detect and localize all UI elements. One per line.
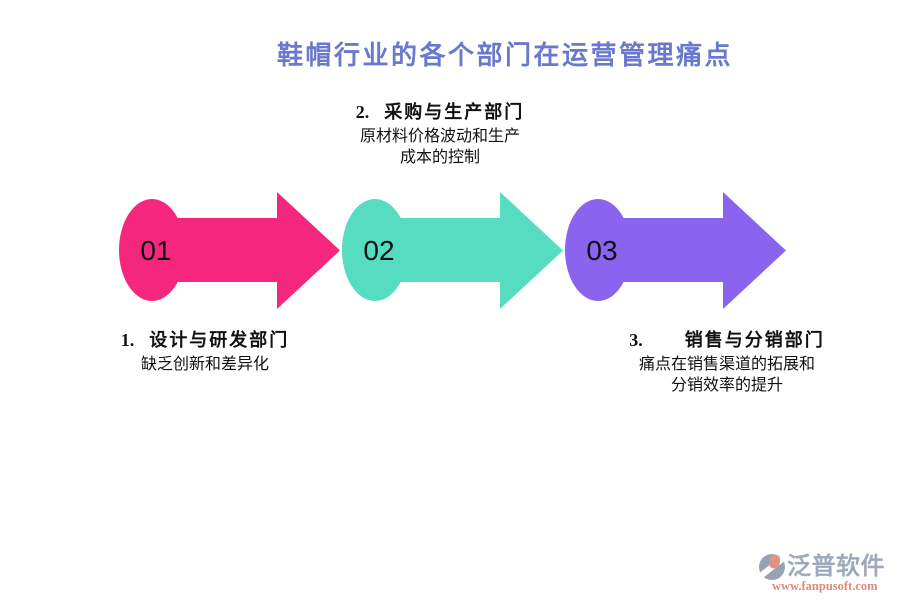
step-2-number: 02 [363, 235, 394, 266]
watermark: 泛普软件 www.fanpusoft.com [758, 551, 894, 594]
fanpu-logo-icon [758, 553, 786, 581]
step-3-number-label: 3. [629, 330, 643, 350]
step-2-circle [342, 199, 408, 301]
watermark-url: www.fanpusoft.com [772, 579, 878, 593]
slide-title: 鞋帽行业的各个部门在运营管理痛点 [277, 41, 734, 70]
step-2-title: 采购与生产部门 [384, 102, 525, 122]
step-1-title: 设计与研发部门 [149, 330, 290, 350]
step-3-desc-line-1: 痛点在销售渠道的拓展和 [638, 356, 815, 373]
step-arrow-3: 03 [565, 192, 786, 309]
step-1-number-label: 1. [120, 330, 135, 350]
step-3-arrowhead [723, 192, 786, 309]
step-3-label: 3. 销售与分销部门 痛点在销售渠道的拓展和 分销效率的提升 [612, 329, 842, 396]
step-1-header: 1. 设计与研发部门 [93, 329, 317, 352]
step-3-number: 03 [586, 235, 617, 266]
step-2-arrowhead [500, 192, 563, 309]
step-2-label: 2. 采购与生产部门 原材料价格波动和生产 成本的控制 [300, 101, 580, 168]
step-3-desc-line-2: 分销效率的提升 [670, 377, 783, 394]
step-3-circle [565, 199, 631, 301]
step-1-label: 1. 设计与研发部门 缺乏创新和差异化 [93, 329, 317, 375]
step-3-header: 3. 销售与分销部门 [612, 329, 842, 352]
step-1-arrowhead [277, 192, 340, 309]
watermark-row: 泛普软件 [758, 551, 894, 583]
step-1-circle [119, 199, 185, 301]
step-2-desc-line-2: 成本的控制 [399, 149, 480, 166]
step-3-title: 销售与分销部门 [684, 330, 825, 350]
step-arrow-2: 02 [342, 192, 563, 309]
step-1-desc-line-1: 缺乏创新和差异化 [140, 356, 269, 373]
watermark-brand: 泛普软件 [787, 554, 885, 580]
step-2-desc-line-1: 原材料价格波动和生产 [359, 128, 520, 145]
step-2-header: 2. 采购与生产部门 [300, 101, 580, 124]
step-arrow-1: 01 [119, 192, 340, 309]
step-2-number-label: 2. [355, 102, 370, 122]
step-1-number: 01 [140, 235, 171, 266]
